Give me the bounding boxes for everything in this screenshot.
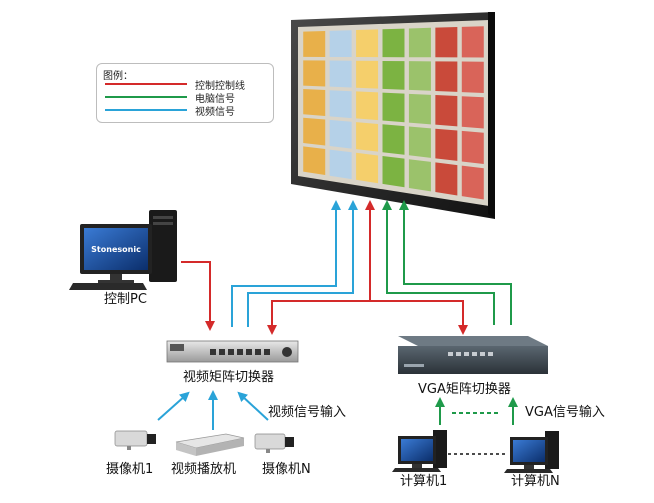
video-wall-tile <box>408 27 431 58</box>
legend-title: 图例： <box>103 71 133 82</box>
video-matrix-switcher <box>166 340 299 363</box>
control-lines <box>181 200 468 335</box>
computer-n <box>504 431 559 473</box>
video-wall-tile <box>329 149 352 180</box>
legend-swatch-computer <box>105 96 187 98</box>
legend-item-video: 视频信号 <box>105 104 269 118</box>
label-computer-1: 计算机1 <box>400 474 448 489</box>
video-wall-tile <box>382 155 405 188</box>
legend-label-computer: 电脑信号 <box>195 94 235 105</box>
video-wall-tile <box>356 29 379 58</box>
video-lines <box>157 200 358 430</box>
label-vga-input: VGA信号输入 <box>525 405 605 420</box>
video-wall-tile <box>303 146 326 176</box>
camera-n <box>254 433 294 453</box>
video-wall-tile <box>435 162 458 196</box>
video-wall-tile <box>435 61 458 92</box>
label-video-player: 视频播放机 <box>171 462 237 477</box>
computer-lines <box>382 200 518 425</box>
video-wall-tile <box>356 91 379 121</box>
video-wall-tile <box>461 96 484 129</box>
video-wall-tile <box>408 61 431 91</box>
video-wall-tile <box>408 159 431 192</box>
legend-label-video: 视频信号 <box>195 107 235 118</box>
legend-swatch-video <box>105 109 187 111</box>
label-camera-1: 摄像机1 <box>106 462 154 477</box>
pc-brand-text: Stonesonic <box>91 245 141 254</box>
label-video-input: 视频信号输入 <box>268 405 347 420</box>
video-wall-tile <box>356 60 379 89</box>
legend-swatch-control <box>105 83 187 85</box>
video-wall-tile <box>303 89 326 116</box>
video-wall-tile <box>435 128 458 161</box>
video-wall-tile <box>356 152 379 184</box>
control-pc: Stonesonic <box>69 210 177 290</box>
video-wall <box>291 12 495 219</box>
video-wall-tile <box>303 30 326 57</box>
camera-1 <box>114 430 156 450</box>
video-wall-tile <box>303 60 326 87</box>
video-wall-tile <box>329 30 352 58</box>
video-wall-tile <box>382 92 405 123</box>
video-wall-tile <box>329 119 352 149</box>
video-wall-tile <box>382 124 405 155</box>
video-player <box>175 433 245 456</box>
vga-matrix-switcher <box>398 336 548 374</box>
video-wall-tile <box>461 61 484 93</box>
label-vga-matrix: VGA矩阵切换器 <box>418 382 511 397</box>
video-wall-tile <box>461 130 484 165</box>
video-wall-tile <box>382 28 405 58</box>
legend-item-computer: 电脑信号 <box>105 91 269 105</box>
label-camera-n: 摄像机N <box>262 462 311 477</box>
video-wall-tile <box>435 95 458 127</box>
computer-1 <box>392 430 447 472</box>
legend-label-control: 控制控制线 <box>195 81 245 92</box>
video-wall-tile <box>408 126 431 158</box>
video-wall-tile <box>461 165 484 200</box>
video-wall-tile <box>435 27 458 58</box>
video-wall-tile <box>356 122 379 152</box>
video-wall-tile <box>303 117 326 146</box>
video-wall-tile <box>329 60 352 88</box>
video-wall-tile <box>382 60 405 90</box>
label-control-pc: 控制PC <box>104 292 147 307</box>
video-wall-tile <box>329 90 352 119</box>
label-computer-n: 计算机N <box>511 474 560 489</box>
legend: 图例： 控制控制线 电脑信号 视频信号 <box>96 63 274 123</box>
label-video-matrix: 视频矩阵切换器 <box>183 370 275 385</box>
video-wall-tile <box>461 26 484 58</box>
video-wall-tile <box>408 93 431 125</box>
legend-item-control: 控制控制线 <box>105 78 269 92</box>
